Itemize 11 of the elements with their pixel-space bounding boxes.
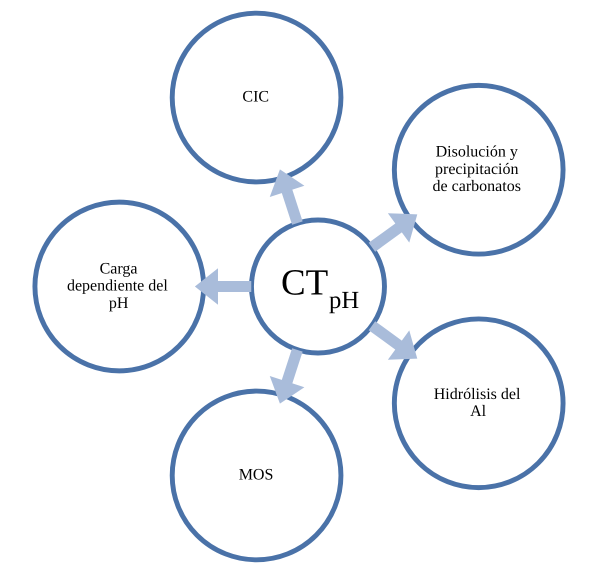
arrow [270,348,304,404]
arrow [270,169,304,225]
node-circle: CT$_{pH}$ [249,218,387,356]
arrow [368,213,418,252]
node-circle: Disolución y precipitación de carbonatos [392,82,566,257]
node-circle: Carga dependiente del pH [32,200,206,374]
arrow [368,321,418,360]
arrow [194,268,252,305]
node-circle: CIC [170,10,344,184]
node-circle: MOS [170,388,344,562]
node-circle: Hidrólisis del Al [392,316,566,490]
